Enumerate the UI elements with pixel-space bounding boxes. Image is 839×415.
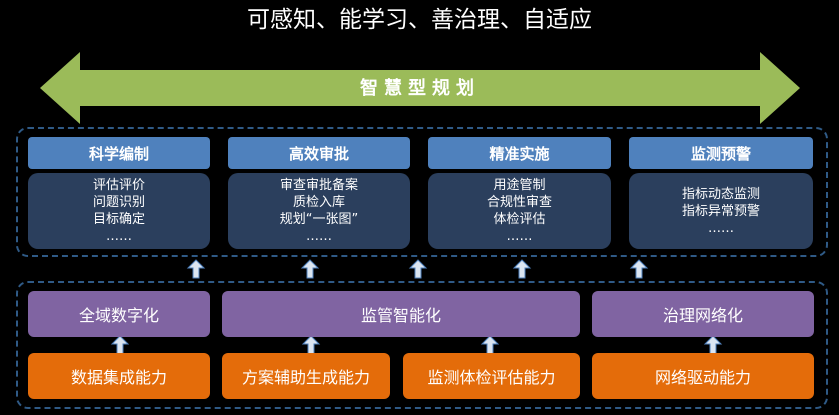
column-head-1: 科学编制 [28,137,210,169]
bottom-box-1: 数据集成能力 [28,353,210,399]
column-body-3: 用途管制 合规性审查 体检评估 …… [428,173,611,249]
bottom-box-2: 方案辅助生成能力 [222,353,390,399]
up-arrow-icon [301,259,319,279]
column-2-line: …… [306,229,332,244]
column-4-line: 指标异常预警 [681,203,760,219]
column-1-line: 问题识别 [92,195,145,210]
up-arrow-icon [630,259,648,279]
column-head-4: 监测预警 [629,137,813,169]
diagram-title: 可感知、能学习、善治理、自适应 [247,7,592,33]
capability-layer-frame [16,281,828,409]
up-arrow-icon [187,259,205,279]
banner-label: 智慧型规划 [360,78,480,99]
column-3-line: 体检评估 [493,212,546,227]
middle-box-3: 治理网络化 [592,291,814,337]
column-1-line: 评估评价 [92,178,145,193]
bottom-box-3: 监测体检评估能力 [403,353,580,399]
column-head-3: 精准实施 [428,137,611,169]
column-body-2: 审查审批备案 质检入库 规划“一张图” …… [228,173,410,249]
column-2-line: 质检入库 [292,195,345,210]
column-3-line: …… [506,229,533,244]
column-4-line: …… [708,220,734,236]
column-4-line: 指标动态监测 [681,186,760,202]
middle-box-1: 全域数字化 [28,291,210,337]
up-arrow-icon [513,259,531,279]
column-1-line: …… [106,229,132,244]
column-head-2: 高效审批 [228,137,410,169]
application-layer-frame [16,127,828,257]
bottom-box-4: 网络驱动能力 [592,353,814,399]
middle-box-2: 监管智能化 [222,291,580,337]
column-body-1: 评估评价 问题识别 目标确定 …… [28,173,210,249]
column-1-line: 目标确定 [92,212,145,227]
column-body-4: 指标动态监测 指标异常预警 …… [629,173,813,249]
double-arrow-shape [40,52,800,124]
column-3-line: 用途管制 [493,178,546,193]
column-3-line: 合规性审查 [486,195,552,210]
column-2-line: 规划“一张图” [279,212,359,227]
column-2-line: 审查审批备案 [279,178,358,193]
up-arrow-icon [409,259,427,279]
